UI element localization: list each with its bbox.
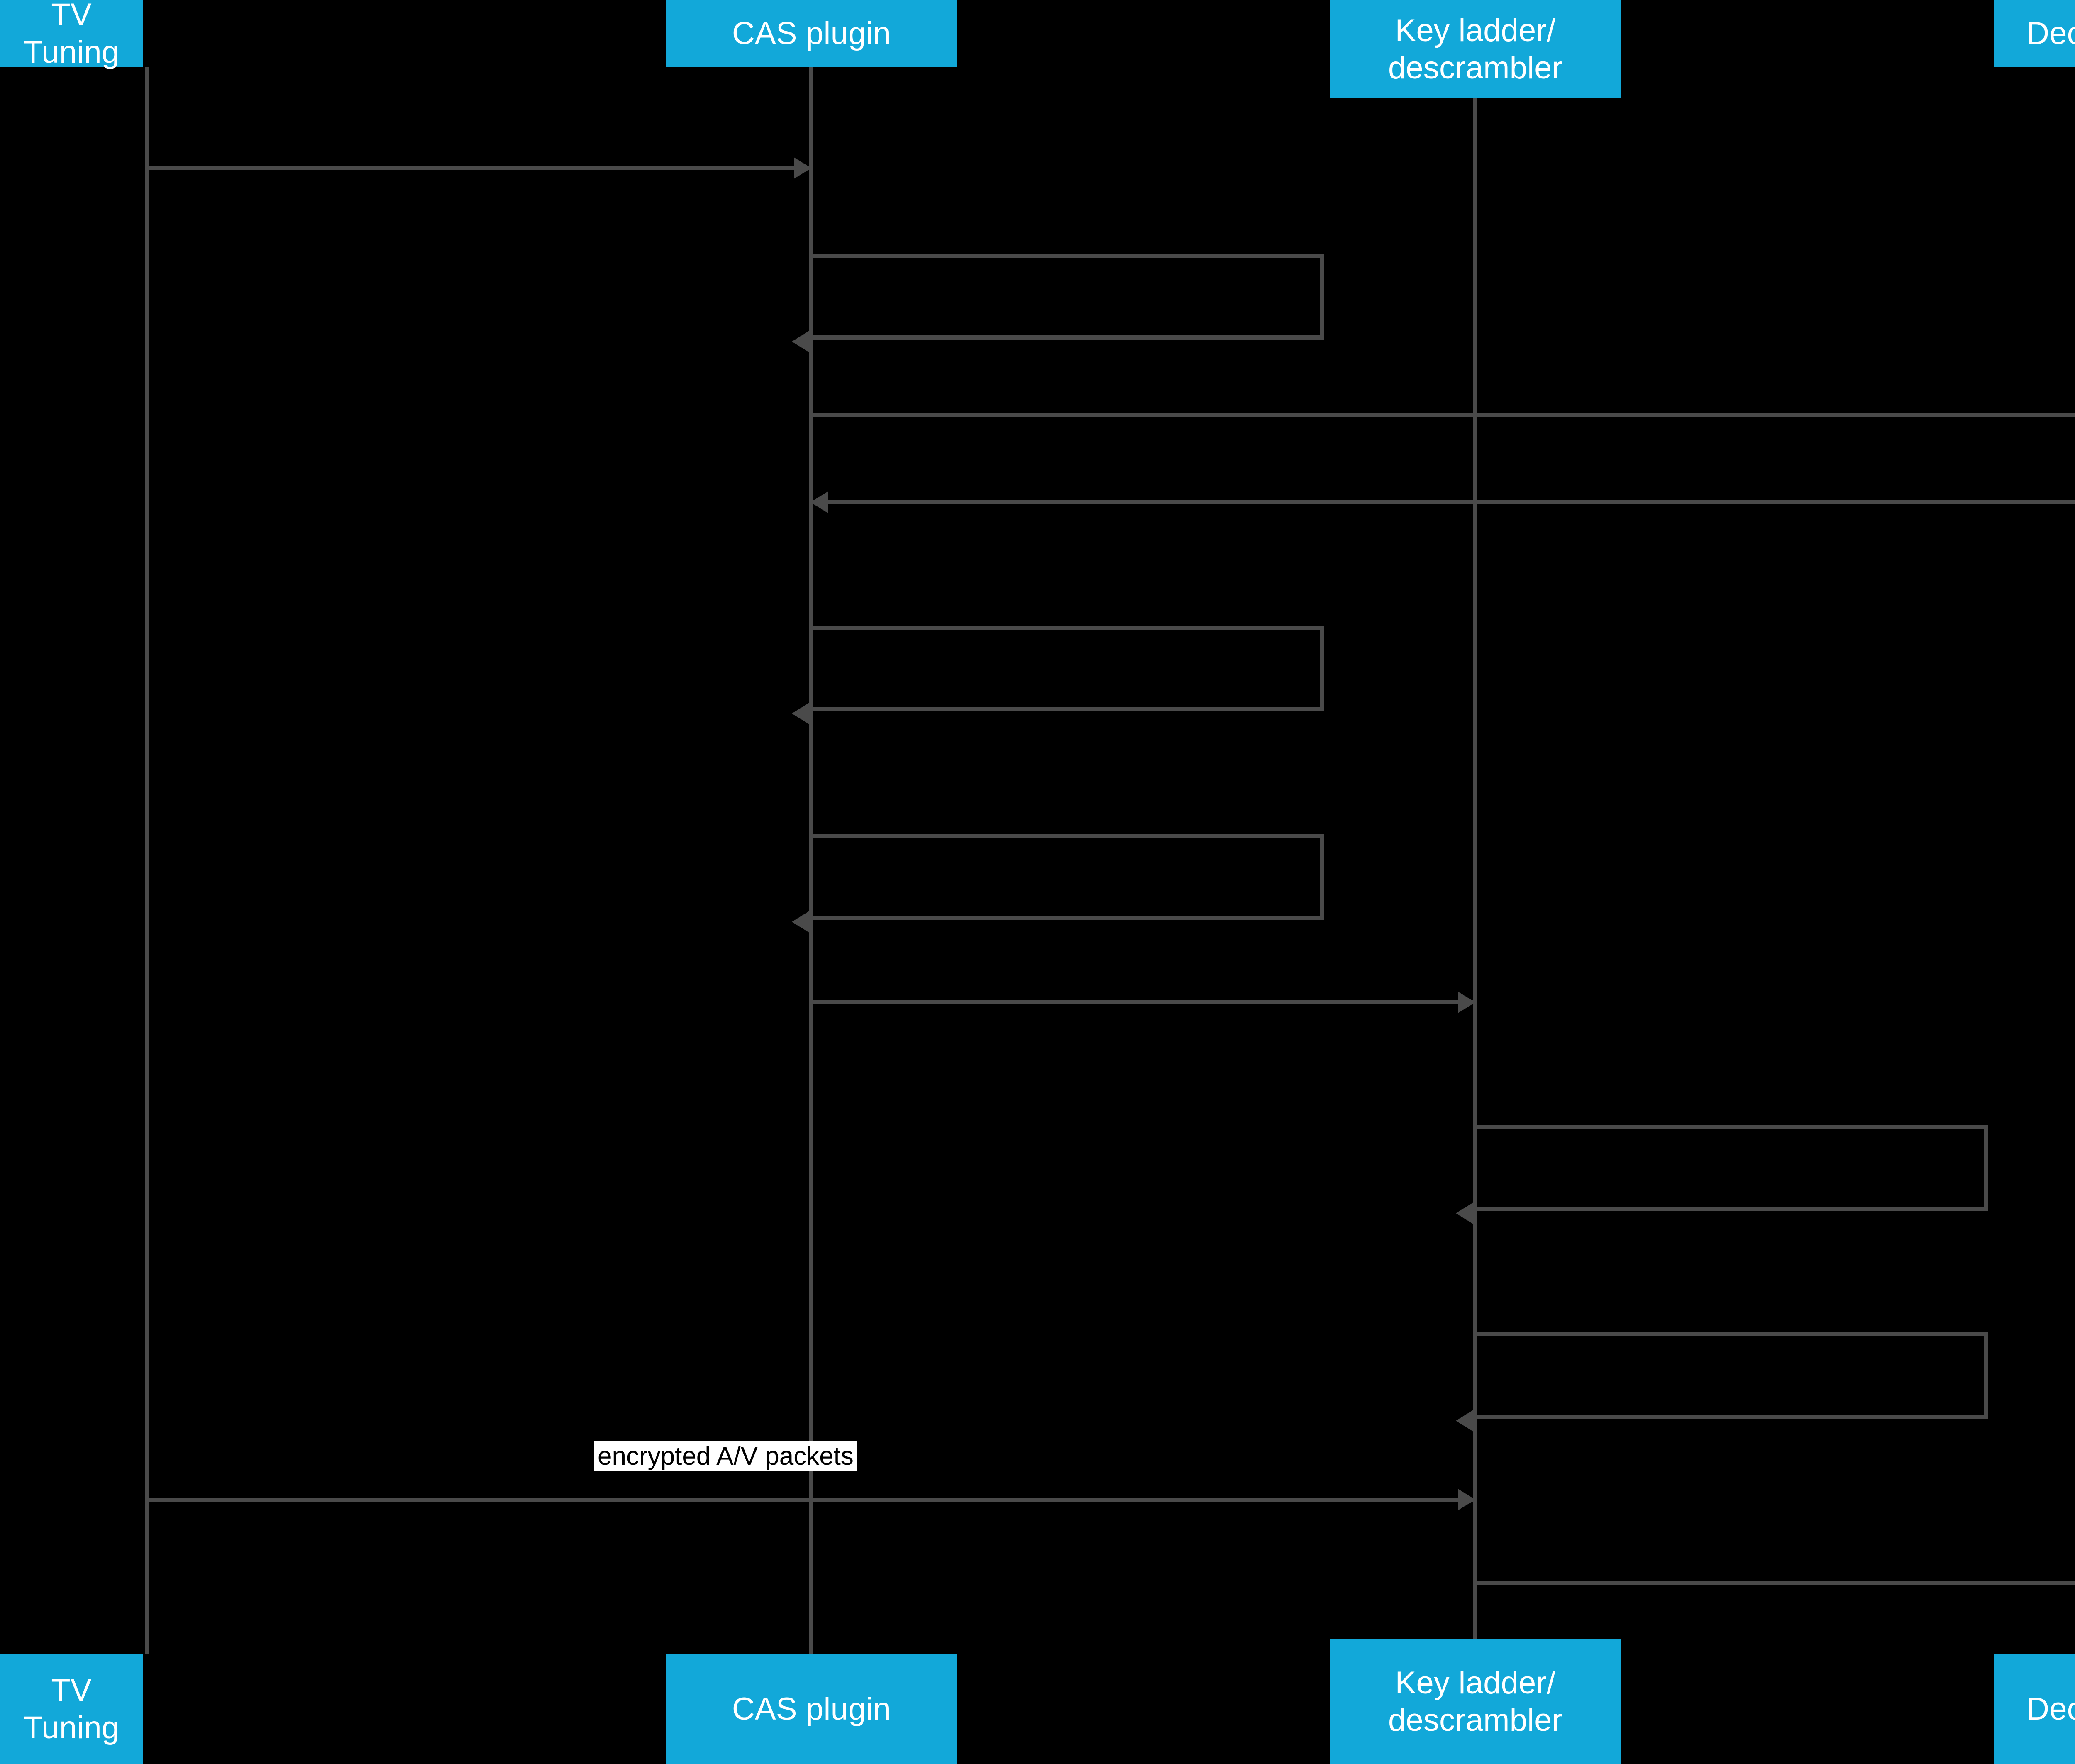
self-message-m6[interactable] bbox=[809, 834, 1324, 920]
message-arrow-m7[interactable] bbox=[811, 1000, 1475, 1004]
message-arrow-m3[interactable] bbox=[811, 413, 2075, 417]
participant-box-cas-plugin-bottom[interactable]: CAS plugin bbox=[666, 1654, 957, 1764]
lifeline-key-ladder bbox=[1473, 98, 1477, 1639]
arrowhead-m1 bbox=[794, 157, 811, 179]
arrowhead-m2 bbox=[792, 331, 809, 352]
arrowhead-m7 bbox=[1458, 992, 1475, 1013]
arrowhead-m10 bbox=[1458, 1489, 1475, 1510]
participant-box-cas-plugin-top[interactable]: CAS plugin bbox=[666, 0, 957, 67]
participant-box-tv-tuning-top[interactable]: TV Tuning bbox=[0, 0, 143, 70]
arrowhead-m6 bbox=[792, 911, 809, 933]
arrowhead-m5 bbox=[792, 703, 809, 724]
arrowhead-m4 bbox=[810, 491, 828, 513]
participant-box-key-ladder-top[interactable]: Key ladder/ descrambler bbox=[1330, 0, 1621, 98]
self-message-m9[interactable] bbox=[1473, 1332, 1988, 1419]
participant-box-tv-tuning-bottom[interactable]: TV Tuning bbox=[0, 1654, 143, 1764]
participant-box-key-ladder-bottom[interactable]: Key ladder/ descrambler bbox=[1330, 1639, 1621, 1764]
lifeline-tv-tuning bbox=[145, 67, 149, 1654]
self-message-m8[interactable] bbox=[1473, 1125, 1988, 1211]
self-message-m5[interactable] bbox=[809, 626, 1324, 711]
arrowhead-m8 bbox=[1456, 1202, 1473, 1224]
message-arrow-m1[interactable] bbox=[147, 166, 811, 170]
lifeline-cas-plugin bbox=[809, 67, 813, 1654]
message-arrow-m4[interactable] bbox=[811, 500, 2075, 504]
message-arrow-m10[interactable] bbox=[147, 1498, 1475, 1502]
message-arrow-m11[interactable] bbox=[1475, 1581, 2075, 1585]
self-message-m2[interactable] bbox=[809, 254, 1324, 340]
arrowhead-m9 bbox=[1456, 1410, 1473, 1432]
message-label-m10: encrypted A/V packets bbox=[594, 1441, 857, 1472]
participant-box-decode-display-top[interactable]: Decode, display bbox=[1994, 0, 2075, 67]
participant-box-decode-display-bottom[interactable]: Decode, display bbox=[1994, 1654, 2075, 1764]
